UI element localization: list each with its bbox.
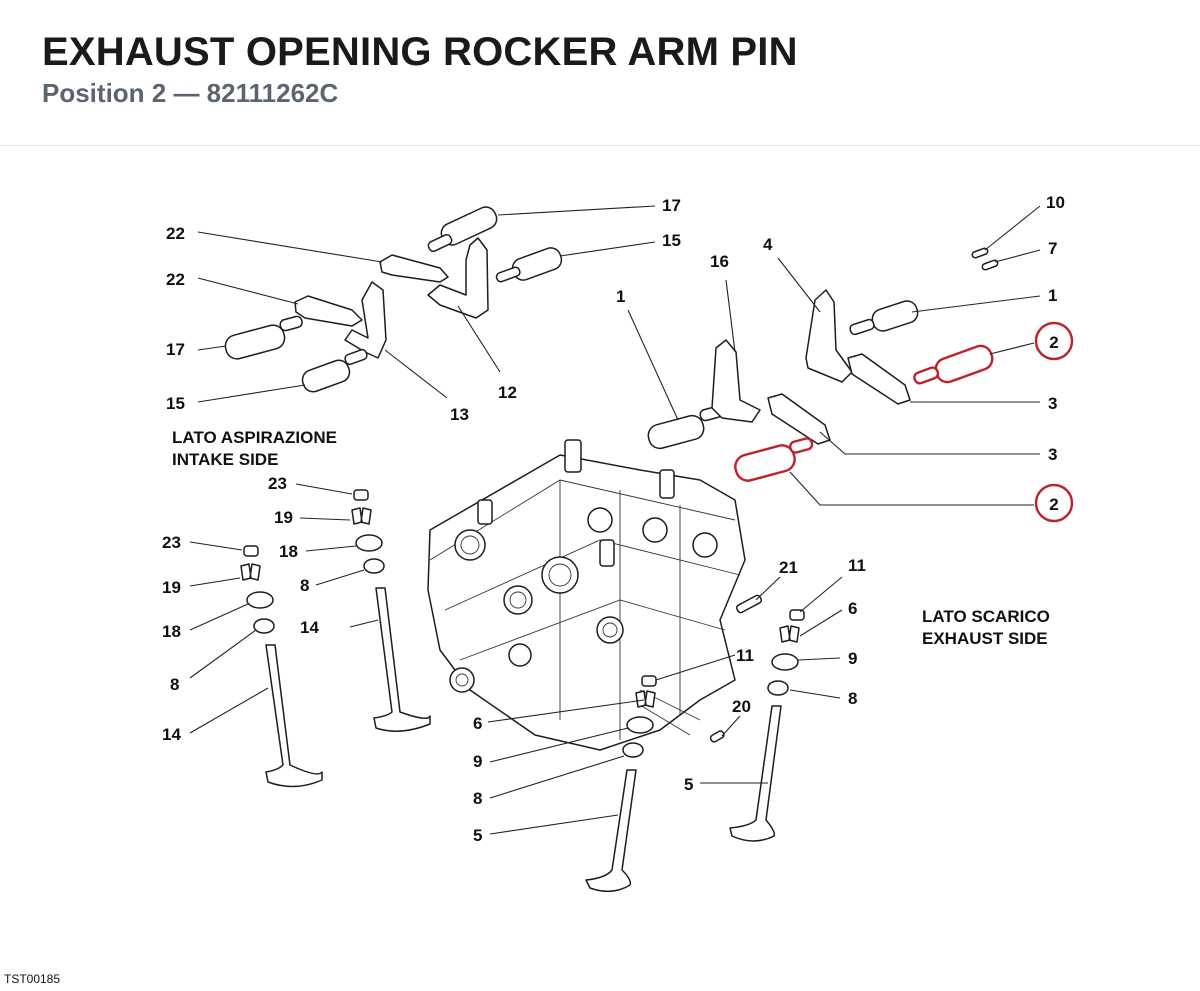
dowel-10 — [971, 247, 989, 259]
rocker-pin-15-lower — [301, 348, 368, 393]
page-subtitle: Position 2 — 82111262C — [42, 78, 339, 108]
callout-15: 15 — [662, 231, 681, 250]
callout-21: 21 — [779, 558, 798, 577]
callout-2-highlighted-lower: 2 — [1034, 483, 1074, 523]
callout-10: 10 — [1046, 193, 1065, 212]
callout-1: 1 — [1048, 286, 1057, 305]
callout-12: 12 — [498, 383, 517, 402]
callout-9: 9 — [473, 752, 482, 771]
callout-labels: 17 15 22 22 17 15 13 12 1 16 4 10 7 1 3 … — [162, 193, 1074, 845]
callout-8: 8 — [170, 675, 179, 694]
page-title: EXHAUST OPENING ROCKER ARM PIN — [42, 30, 798, 74]
leader-lines — [189, 205, 1041, 835]
callout-14: 14 — [300, 618, 319, 637]
rocker-pin-1-upper — [849, 300, 919, 336]
callout-6: 6 — [848, 599, 857, 618]
callout-22: 22 — [166, 270, 185, 289]
callout-18: 18 — [162, 622, 181, 641]
rocker-arm-3-middle — [767, 393, 831, 445]
exhaust-side-label-en: EXHAUST SIDE — [922, 629, 1048, 648]
callout-15: 15 — [166, 394, 185, 413]
callout-3: 3 — [1048, 394, 1057, 413]
callout-5: 5 — [473, 826, 482, 845]
callout-17: 17 — [662, 196, 681, 215]
valve-train-exhaust-right — [729, 609, 805, 842]
callout-8: 8 — [848, 689, 857, 708]
rocker-pin-15-upper — [495, 247, 563, 283]
callout-1: 1 — [616, 287, 625, 306]
callout-7: 7 — [1048, 239, 1057, 258]
callout-5: 5 — [684, 775, 693, 794]
rocker-arm-13 — [344, 281, 387, 359]
callout-16: 16 — [710, 252, 729, 271]
intake-side-label-it: LATO ASPIRAZIONE — [172, 428, 337, 447]
side-labels: LATO ASPIRAZIONE INTAKE SIDE LATO SCARIC… — [172, 428, 1050, 648]
callout-17: 17 — [166, 340, 185, 359]
valve-train-intake-right — [351, 489, 431, 732]
svg-text:2: 2 — [1049, 495, 1058, 514]
exhaust-rocker-pin-2-lower — [734, 437, 814, 482]
callout-4: 4 — [763, 235, 773, 254]
callout-11: 11 — [736, 646, 754, 665]
svg-text:2: 2 — [1049, 333, 1058, 352]
callout-13: 13 — [450, 405, 469, 424]
valve-train-intake-left — [240, 545, 323, 788]
rocker-pin-17-upper — [427, 206, 498, 253]
exploded-parts-diagram: 17 15 22 22 17 15 13 12 1 16 4 10 7 1 3 … — [162, 193, 1074, 893]
callout-14: 14 — [162, 725, 181, 744]
callout-9: 9 — [848, 649, 857, 668]
dowel-7 — [981, 259, 999, 271]
highlight-ring — [1034, 321, 1074, 361]
header: EXHAUST OPENING ROCKER ARM PIN Position … — [0, 0, 1200, 146]
callout-19: 19 — [274, 508, 293, 527]
cylinder-head — [427, 439, 746, 751]
figure-code: TST00185 — [4, 972, 61, 986]
callout-11: 11 — [848, 556, 866, 575]
callout-20: 20 — [732, 697, 751, 716]
callout-8: 8 — [473, 789, 482, 808]
exhaust-rocker-pin-2-upper — [913, 344, 994, 385]
rocker-arm-12 — [427, 237, 489, 319]
stud-20 — [709, 730, 725, 743]
exhaust-rocker-assembly — [647, 247, 999, 482]
callout-2-highlighted-upper: 2 — [1034, 321, 1074, 361]
exhaust-side-label-it: LATO SCARICO — [922, 607, 1050, 626]
callout-23: 23 — [162, 533, 181, 552]
rocker-arm-16 — [711, 339, 761, 423]
intake-side-label-en: INTAKE SIDE — [172, 450, 278, 469]
callout-3: 3 — [1048, 445, 1057, 464]
rocker-arm-22-upper — [379, 254, 449, 283]
rocker-pin-1-middle — [647, 405, 723, 450]
valve-train-exhaust-center — [585, 675, 657, 893]
callout-22: 22 — [166, 224, 185, 243]
rocker-arm-3-upper — [847, 353, 911, 405]
callout-19: 19 — [162, 578, 181, 597]
callout-6: 6 — [473, 714, 482, 733]
callout-23: 23 — [268, 474, 287, 493]
callout-18: 18 — [279, 542, 298, 561]
intake-rocker-assembly — [224, 206, 563, 393]
highlight-ring — [1034, 483, 1074, 523]
rocker-arm-22-lower — [294, 295, 363, 327]
rocker-pin-17-lower — [224, 315, 303, 360]
stud-21 — [735, 594, 763, 614]
rocker-arm-4 — [805, 289, 853, 383]
callout-8: 8 — [300, 576, 309, 595]
